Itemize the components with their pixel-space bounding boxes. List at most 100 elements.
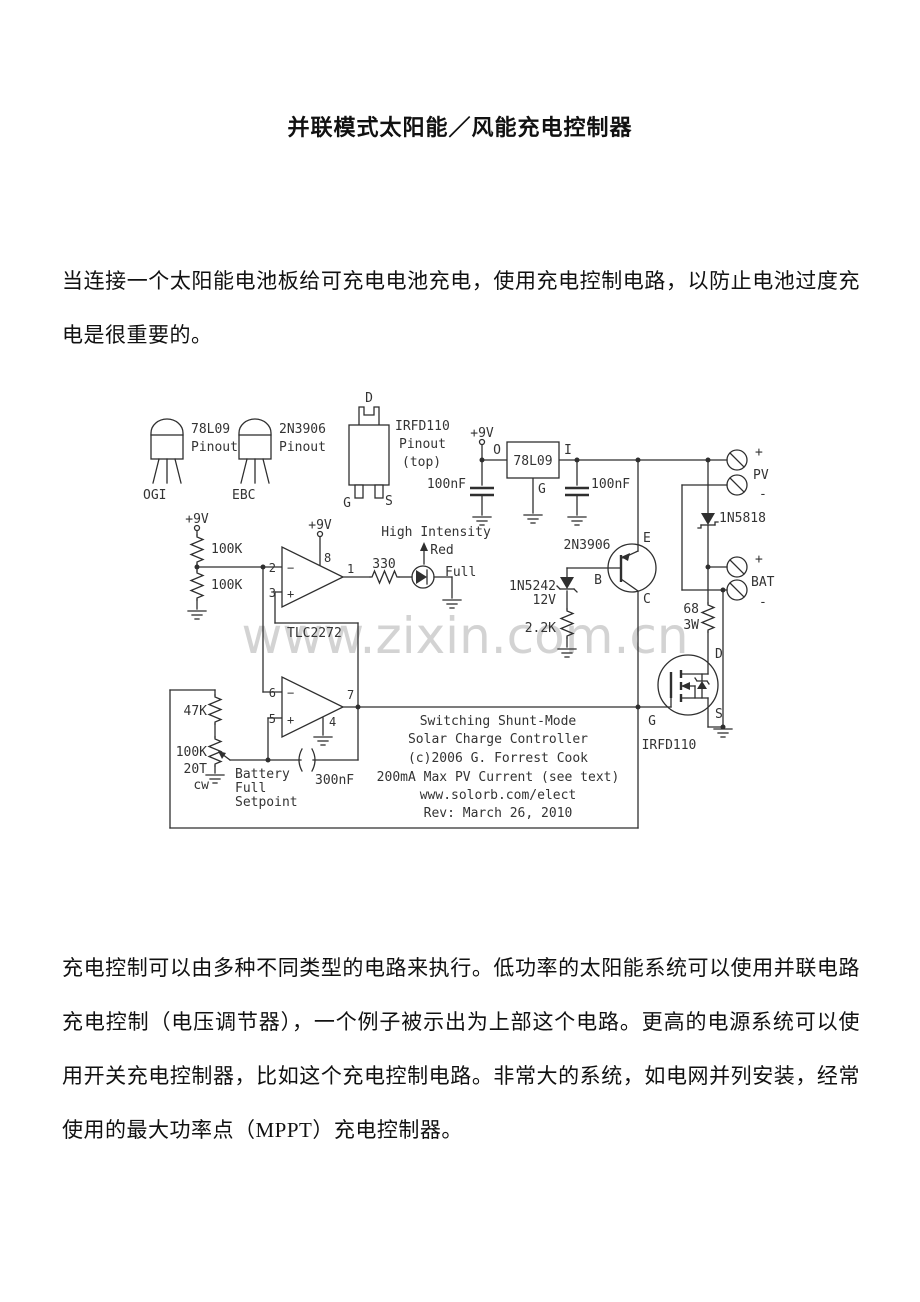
pinout3-g-label: G bbox=[343, 496, 351, 511]
resistor-100k-top bbox=[189, 534, 205, 565]
driver-c-label: C bbox=[643, 592, 651, 607]
led-caption-2: Red bbox=[430, 543, 453, 558]
opamp-vcc-label: +9V bbox=[308, 518, 332, 533]
bat-plus-label: + bbox=[755, 552, 763, 567]
junction-dots bbox=[194, 457, 726, 763]
pinout1-caption: Pinout bbox=[191, 440, 238, 455]
pinout2-pins-label: EBC bbox=[232, 488, 255, 503]
circuit-figure: www.zixin.com.cn OGI 78L09 Pinout EBC 2N bbox=[135, 385, 775, 845]
regulator-label: 78L09 bbox=[513, 454, 552, 469]
pot-cw-label: cw bbox=[193, 778, 209, 793]
schematic-title-block: Switching Shunt-Mode Solar Charge Contro… bbox=[377, 714, 620, 821]
r2k2-value: 2.2K bbox=[525, 621, 556, 636]
led-caption-1: High Intensity bbox=[381, 525, 491, 540]
capacitor-input: 100nF bbox=[427, 477, 494, 497]
resistor-68 bbox=[700, 602, 716, 633]
opamp-b-plus: + bbox=[287, 713, 294, 727]
r68-value: 68 bbox=[683, 602, 699, 617]
pot-value: 100K bbox=[176, 745, 207, 760]
pinout1-part-label: 78L09 bbox=[191, 422, 230, 437]
to92-pinout-78l09: OGI 78L09 Pinout bbox=[143, 418, 238, 503]
pv-plus-label: + bbox=[755, 445, 763, 460]
opamp-ic-label: TLC2272 bbox=[287, 626, 342, 641]
page-title: 并联模式太阳能／风能充电控制器 bbox=[287, 115, 633, 140]
pinout3-part-label: IRFD110 bbox=[395, 419, 450, 434]
mosfet-g-label: G bbox=[648, 714, 656, 729]
cap2-value: 100nF bbox=[591, 477, 630, 492]
setpoint-network: 47K 100K 20T cw Battery Full Setpoint 30… bbox=[176, 694, 354, 810]
opamp-pin6: 6 bbox=[269, 686, 276, 700]
r-led-value: 330 bbox=[372, 557, 395, 572]
pinout3-caption: Pinout bbox=[399, 437, 446, 452]
pinout2-part-label: 2N3906 bbox=[279, 422, 326, 437]
irfd110-pinout: D G S IRFD110 Pinout (top) bbox=[343, 391, 450, 511]
title-block-line5: www.solorb.com/elect bbox=[420, 788, 577, 803]
driver-e-label: E bbox=[643, 531, 651, 546]
voltage-divider: +9V 100K 100K bbox=[185, 512, 242, 601]
opamp-oscillator: 6 5 − + 7 4 bbox=[269, 675, 354, 739]
watermark-text: www.zixin.com.cn bbox=[241, 607, 688, 665]
opamp-pin3: 3 bbox=[269, 586, 276, 600]
bat-terminals: + BAT - bbox=[726, 552, 775, 610]
title-block-line2: Solar Charge Controller bbox=[408, 732, 588, 747]
setpoint-caption-2: Full bbox=[235, 781, 266, 796]
pv-label: PV bbox=[753, 468, 769, 483]
reg-out-pin: O bbox=[493, 443, 501, 458]
circuit-wires bbox=[169, 444, 728, 829]
pinout3-d-label: D bbox=[365, 391, 373, 406]
paragraph-intro: 当连接一个太阳能电池板给可充电电池充电，使用充电控制电路，以防止电池过度充电是很… bbox=[62, 269, 860, 347]
opamp-pin5: 5 bbox=[269, 712, 276, 726]
pv-minus-label: - bbox=[759, 487, 767, 502]
opamp-b-minus: − bbox=[287, 686, 294, 700]
opamp-pin2: 2 bbox=[269, 561, 276, 575]
potentiometer-100k bbox=[207, 736, 223, 767]
zener-1n5242: 1N5242 12V 2.2K bbox=[509, 577, 578, 639]
cap1-value: 100nF bbox=[427, 477, 466, 492]
shunt-resistor: 68 3W bbox=[683, 602, 716, 633]
transistor-2n3906: 2N3906 E B C bbox=[564, 531, 657, 607]
led-indicator: 330 High Intensity Red Full bbox=[369, 525, 491, 589]
capacitor-300nf bbox=[298, 748, 303, 772]
r68-power: 3W bbox=[683, 618, 699, 633]
setpoint-caption-3: Setpoint bbox=[235, 795, 298, 810]
pinout1-pins-label: OGI bbox=[143, 488, 166, 503]
r47k-value: 47K bbox=[184, 704, 208, 719]
bat-label: BAT bbox=[751, 575, 775, 590]
resistor-2k2 bbox=[559, 608, 575, 639]
pinout2-caption: Pinout bbox=[279, 440, 326, 455]
driver-part-label: 2N3906 bbox=[564, 538, 611, 553]
driver-b-label: B bbox=[594, 573, 602, 588]
title-block-line3: (c)2006 G. Forrest Cook bbox=[408, 751, 588, 766]
title-block-line6: Rev: March 26, 2010 bbox=[424, 806, 573, 821]
opamp-comparator: 2 3 − + +9V 8 1 TLC2272 bbox=[269, 518, 354, 641]
reg-gnd-pin: G bbox=[538, 482, 546, 497]
cap-300nf-value: 300nF bbox=[315, 773, 354, 788]
setpoint-caption-1: Battery bbox=[235, 767, 290, 782]
r1-value: 100K bbox=[211, 542, 242, 557]
title-block-line1: Switching Shunt-Mode bbox=[420, 714, 577, 729]
pv-terminals: + PV - bbox=[726, 445, 769, 502]
pot-turns: 20T bbox=[184, 762, 208, 777]
led-caption-3: Full bbox=[445, 565, 476, 580]
divider-vcc-label: +9V bbox=[185, 512, 209, 527]
pinout3-view-label: (top) bbox=[402, 455, 441, 470]
opamp-pin4: 4 bbox=[329, 715, 336, 729]
opamp-pin7: 7 bbox=[347, 688, 354, 702]
reg-in-pin: I bbox=[564, 443, 572, 458]
paragraph-discussion: 充电控制可以由多种不同类型的电路来执行。低功率的太阳能系统可以使用并联电路充电控… bbox=[62, 956, 860, 1142]
opamp-pin1: 1 bbox=[347, 562, 354, 576]
diode-1n5818-label: 1N5818 bbox=[719, 511, 766, 526]
resistor-47k bbox=[207, 694, 223, 725]
circuit-schematic: www.zixin.com.cn OGI 78L09 Pinout EBC 2N bbox=[143, 391, 775, 829]
resistor-330 bbox=[369, 569, 400, 585]
opamp-a-plus: + bbox=[287, 587, 294, 601]
opamp-pin8: 8 bbox=[324, 551, 331, 565]
mosfet-s-label: S bbox=[715, 707, 723, 722]
regulator-78l09: +9V 78L09 O I G bbox=[470, 426, 572, 497]
to92-pinout-2n3906: EBC 2N3906 Pinout bbox=[232, 418, 326, 503]
pinout3-s-label: S bbox=[385, 494, 393, 509]
zener-part-label: 1N5242 bbox=[509, 579, 556, 594]
mosfet-d-label: D bbox=[715, 647, 723, 662]
vcc-label: +9V bbox=[470, 426, 494, 441]
